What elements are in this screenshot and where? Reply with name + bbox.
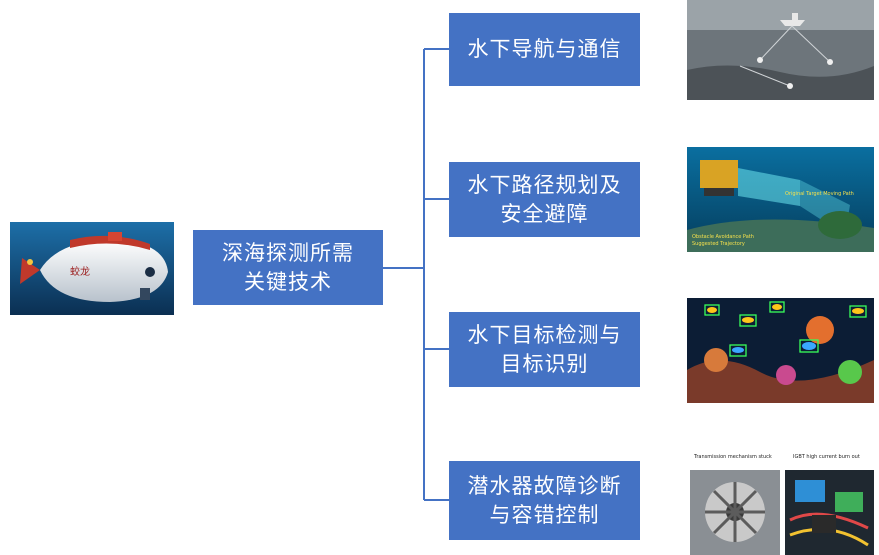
path-caption-obstacle: Obstacle Avoidance Path <box>692 234 754 240</box>
root-label: 深海探测所需 关键技术 <box>222 240 354 294</box>
topic-node-fault-diagnosis: 潜水器故障诊断 与容错控制 <box>449 461 640 540</box>
root-node: 深海探测所需 关键技术 <box>193 230 383 305</box>
svg-text:蛟龙: 蛟龙 <box>70 265 90 278</box>
fault-caption-transmission: Transmission mechanism stuck <box>693 454 772 460</box>
fault-caption-igbt: IGBT high current burn out <box>793 454 860 460</box>
topic-node-detection: 水下目标检测与 目标识别 <box>449 312 640 387</box>
topic-node-navigation: 水下导航与通信 <box>449 13 640 86</box>
topic-label: 水下目标检测与 目标识别 <box>467 322 622 376</box>
topic-node-path-planning: 水下路径规划及 安全避障 <box>449 162 640 237</box>
topic-label: 水下导航与通信 <box>467 37 622 61</box>
topic-label: 水下路径规划及 安全避障 <box>467 172 622 226</box>
topic-label: 潜水器故障诊断 与容错控制 <box>467 473 622 527</box>
path-caption-original: Original Target Moving Path <box>785 191 854 197</box>
path-caption-suggested: Suggested Trajectory <box>692 241 745 247</box>
